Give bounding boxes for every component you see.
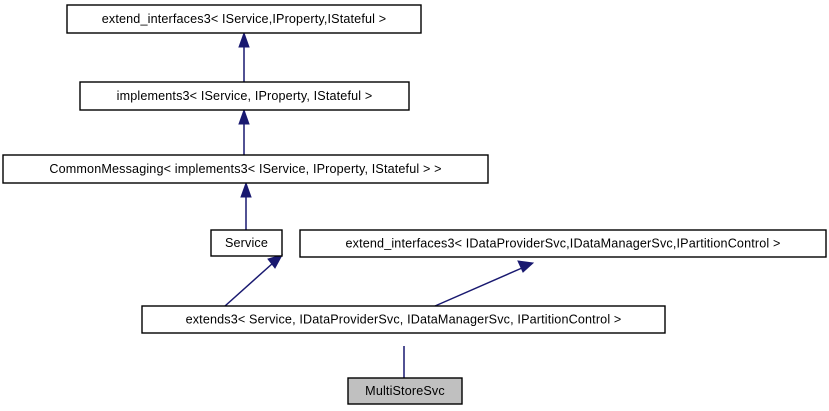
class-node-box[interactable] — [347, 377, 463, 405]
class-node-multi-store-svc[interactable]: MultiStoreSvc — [347, 377, 463, 405]
inheritance-arrowhead-icon — [240, 181, 252, 198]
class-node-box[interactable] — [79, 81, 410, 111]
class-node-extends3-service-data[interactable]: extends3< Service, IDataProviderSvc, IDa… — [141, 305, 666, 334]
inheritance-arrowhead-icon — [238, 31, 250, 48]
class-node-label: MultiStoreSvc — [365, 384, 445, 398]
class-node-service[interactable]: Service — [210, 229, 283, 257]
inheritance-arrowhead-icon — [517, 260, 535, 273]
class-node-label: extends3< Service, IDataProviderSvc, IDa… — [186, 312, 622, 326]
inheritance-edge — [240, 181, 252, 230]
class-node-box[interactable] — [299, 229, 827, 258]
inheritance-arrowhead-icon — [238, 108, 250, 125]
inheritance-edge — [224, 254, 284, 307]
inheritance-edge — [434, 260, 535, 307]
class-node-box[interactable] — [210, 229, 283, 257]
class-node-extend-interfaces3-data[interactable]: extend_interfaces3< IDataProviderSvc,IDa… — [299, 229, 827, 258]
class-node-common-messaging[interactable]: CommonMessaging< implements3< IService, … — [2, 154, 489, 184]
class-node-label: Service — [225, 236, 268, 250]
edge-line — [434, 267, 523, 307]
class-node-box[interactable] — [2, 154, 489, 184]
class-node-box[interactable] — [141, 305, 666, 334]
edge-line — [224, 262, 274, 307]
nodes-layer: extend_interfaces3< IService,IProperty,I… — [2, 4, 827, 405]
inheritance-edge — [238, 108, 250, 155]
class-node-label: CommonMessaging< implements3< IService, … — [49, 162, 441, 176]
class-node-label: extend_interfaces3< IService,IProperty,I… — [102, 12, 386, 26]
inheritance-edge — [238, 31, 250, 82]
class-node-label: implements3< IService, IProperty, IState… — [117, 89, 373, 103]
class-node-extend-interfaces3-service[interactable]: extend_interfaces3< IService,IProperty,I… — [66, 4, 422, 34]
class-node-implements3-service[interactable]: implements3< IService, IProperty, IState… — [79, 81, 410, 111]
class-node-box[interactable] — [66, 4, 422, 34]
class-node-label: extend_interfaces3< IDataProviderSvc,IDa… — [345, 236, 780, 250]
edges-layer — [224, 31, 535, 378]
inheritance-arrowhead-icon — [267, 254, 284, 269]
